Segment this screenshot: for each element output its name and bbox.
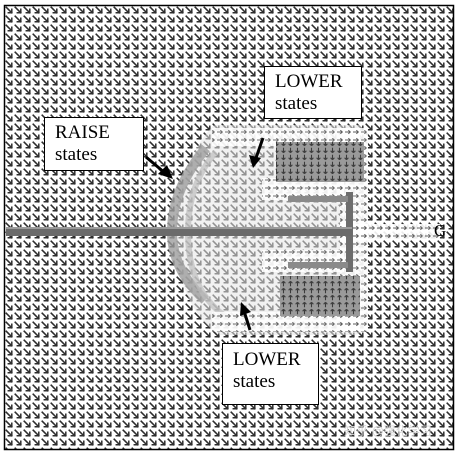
watermark-text: 知乎 @强化学习 [344,424,432,438]
grid-frame [3,4,455,451]
central-path-shadow [6,227,352,229]
lower-bottom-pointer-arrow [240,302,252,331]
lower-bottom-label-line2: states [233,371,276,392]
lower-bottom-label-line1: LOWER [233,349,301,370]
lower-top-label-line2: states [275,93,318,114]
middle-corridor-bottom [262,250,344,272]
goal-marker: G [434,221,447,240]
central-path [6,229,352,236]
raise-pointer-arrow [145,155,173,179]
lower-top-pointer-arrow [249,137,265,168]
raise-label-line2: states [55,144,98,165]
raise-label-line1: RAISE [55,122,110,143]
upper-corridor [212,128,360,146]
goal-corridor [340,224,440,240]
lower-states-label-top: LOWER states [264,66,362,119]
lower-states-label-bottom: LOWER states [222,343,319,405]
middle-corridor-top [262,178,344,200]
lower-top-label-line1: LOWER [275,71,343,92]
lower-region-top [276,142,364,182]
raise-states-label: RAISE states [44,117,144,171]
inner-wall-bottom [288,262,348,268]
lower-region-bottom [280,276,360,316]
inner-wall-top [288,196,348,202]
